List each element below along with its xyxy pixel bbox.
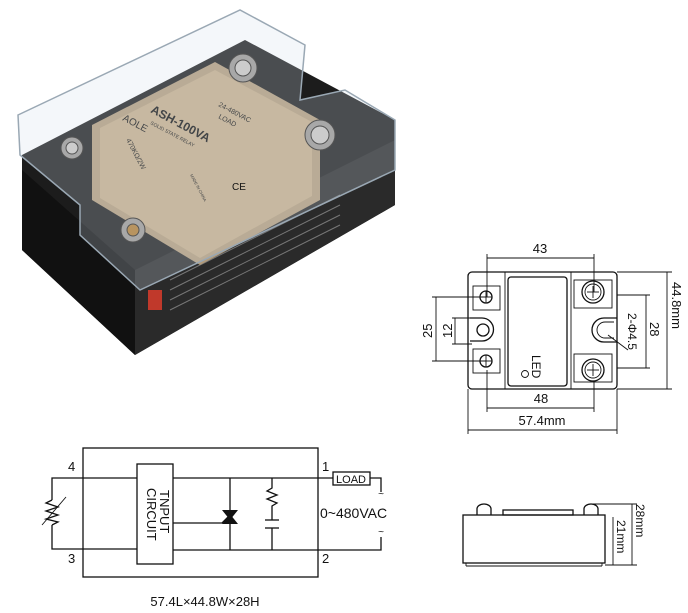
dim-21mm: 21mm — [614, 520, 628, 553]
hole-spec: 2-Φ4.5 — [625, 313, 639, 350]
clear-cover — [17, 9, 396, 291]
load-label: LOAD — [336, 474, 366, 486]
input-circuit-label-1: TNPUT — [157, 490, 172, 533]
variable-resistor-icon — [43, 499, 61, 526]
pin-1: 1 — [322, 459, 329, 474]
led-indicator — [148, 290, 162, 310]
voltage-label: 0~480VAC — [320, 505, 387, 521]
ac-symbol-top: ~ — [378, 489, 384, 500]
dim-44-8: 44.8mm — [669, 282, 684, 329]
pin-4: 4 — [68, 459, 75, 474]
top-view-drawing: LED 43 48 57.4mm 44.8mm 28 2-Φ4.5 25 12 — [420, 241, 684, 434]
terminal-screws — [60, 53, 336, 243]
ce-mark: CE — [232, 182, 246, 193]
side-view-drawing: 28mm 21mm — [462, 503, 647, 567]
pin-3: 3 — [68, 551, 75, 566]
led-label: LED — [529, 355, 543, 379]
dim-12: 12 — [440, 324, 455, 338]
input-circuit-label-2: CIRCUIT — [144, 488, 159, 541]
dim-57-4: 57.4mm — [519, 413, 566, 428]
dim-43: 43 — [533, 241, 547, 256]
circuit-diagram: TNPUT CIRCUIT 4 3 1 2 LOAD ~ ~ 0~480VAC … — [41, 447, 387, 609]
dim-25: 25 — [420, 324, 435, 338]
dimensions-caption: 57.4L×44.8W×28H — [150, 594, 259, 609]
dim-28: 28 — [647, 322, 662, 336]
dim-28mm: 28mm — [633, 504, 647, 537]
relay-photo: AOLE ASH-100VA SOLID STATE RELAY 24-480V… — [17, 9, 396, 355]
dim-48: 48 — [534, 391, 548, 406]
ac-symbol-bottom: ~ — [378, 527, 384, 538]
pin-2: 2 — [322, 551, 329, 566]
